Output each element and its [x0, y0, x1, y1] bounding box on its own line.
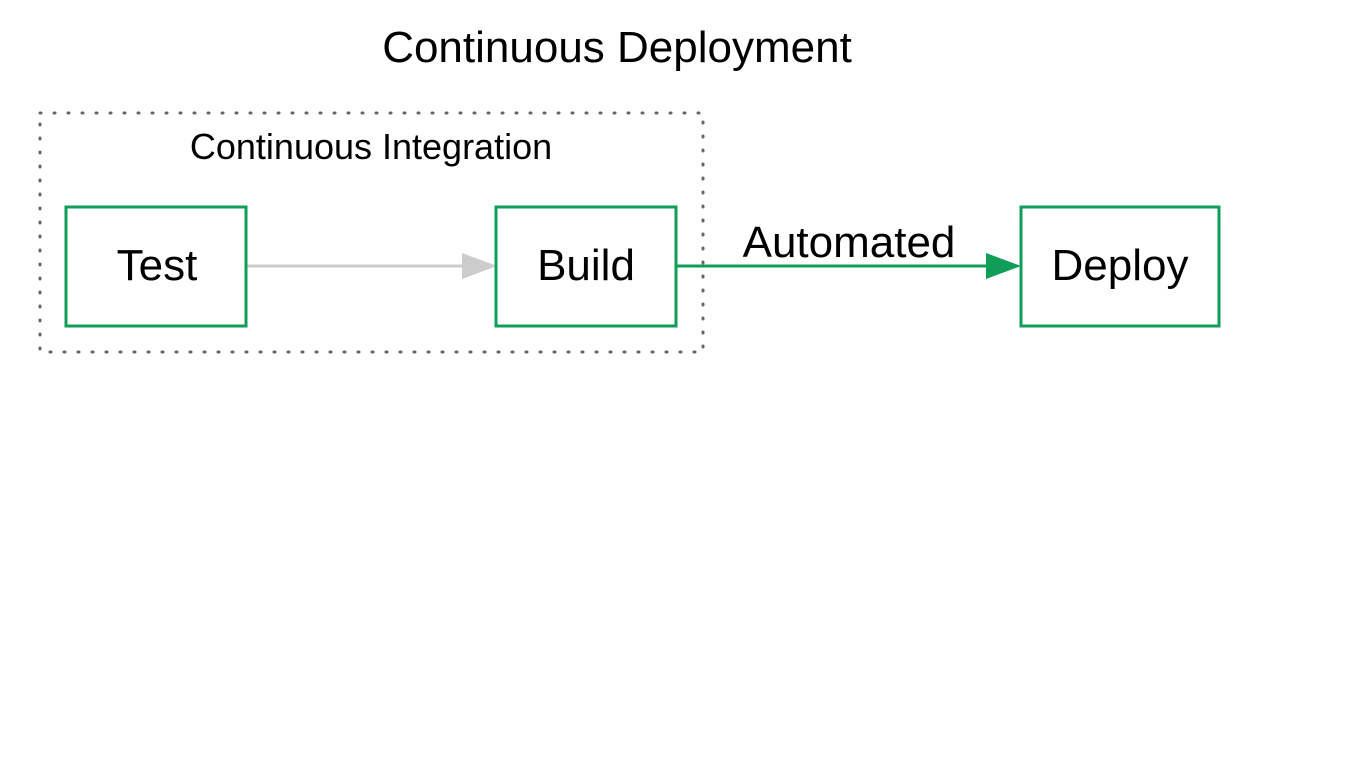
node-build-box	[494, 205, 678, 328]
edge-label-automated: Automated	[743, 218, 956, 267]
diagram-title: Continuous Deployment	[382, 23, 852, 72]
arrowhead-test-to-build	[462, 253, 497, 279]
ci-group-label: Continuous Integration	[190, 126, 552, 167]
node-test-label: Test	[117, 241, 198, 290]
ci-group-box	[38, 111, 705, 354]
node-build-label: Build	[537, 241, 635, 290]
node-test[interactable]: Test	[64, 205, 248, 328]
arrowhead-build-to-deploy	[986, 253, 1021, 279]
node-deploy-box	[1019, 205, 1221, 328]
node-build[interactable]: Build	[494, 205, 678, 328]
node-deploy-label: Deploy	[1052, 241, 1189, 290]
node-test-box	[64, 205, 248, 328]
node-deploy[interactable]: Deploy	[1019, 205, 1221, 328]
